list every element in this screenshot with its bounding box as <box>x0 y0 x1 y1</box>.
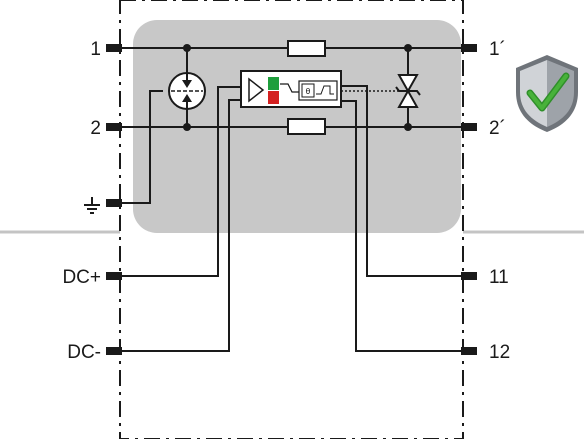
terminal-label-dcm: DC- <box>67 342 101 363</box>
terminal-pin-2p <box>461 123 477 131</box>
resistor-top <box>287 40 326 57</box>
terminal-pin-2 <box>106 123 122 131</box>
terminal-pin-dcp <box>106 272 122 280</box>
resistor-bottom <box>287 118 326 135</box>
terminal-label-dcp: DC+ <box>62 267 101 288</box>
terminal-label-2p: 2´ <box>489 118 506 139</box>
terminal-pin-1p <box>461 44 477 52</box>
terminal-label-12: 12 <box>489 342 510 363</box>
terminal-pin-1 <box>106 44 122 52</box>
terminal-label-11: 11 <box>489 267 509 288</box>
gas-discharge-tube-icon <box>168 72 206 110</box>
terminal-pin-dcm <box>106 347 122 355</box>
status-led-fault <box>268 91 279 104</box>
junction-dots <box>183 44 412 131</box>
ground-icon <box>84 197 100 214</box>
terminal-pin-11 <box>461 272 477 280</box>
status-led-ok <box>268 77 279 90</box>
suppressor-diode-icon <box>395 74 421 108</box>
shield-check-icon <box>516 55 578 132</box>
terminal-label-1p: 1´ <box>489 39 506 60</box>
monitoring-module-icon: θ <box>240 70 342 108</box>
terminal-pins <box>106 44 477 355</box>
terminal-label-1: 1 <box>90 39 101 60</box>
svg-text:θ: θ <box>306 87 311 96</box>
terminal-label-2: 2 <box>90 118 101 139</box>
wiring <box>120 47 463 352</box>
terminal-pin-12 <box>461 347 477 355</box>
terminal-pin-ground <box>106 199 122 207</box>
